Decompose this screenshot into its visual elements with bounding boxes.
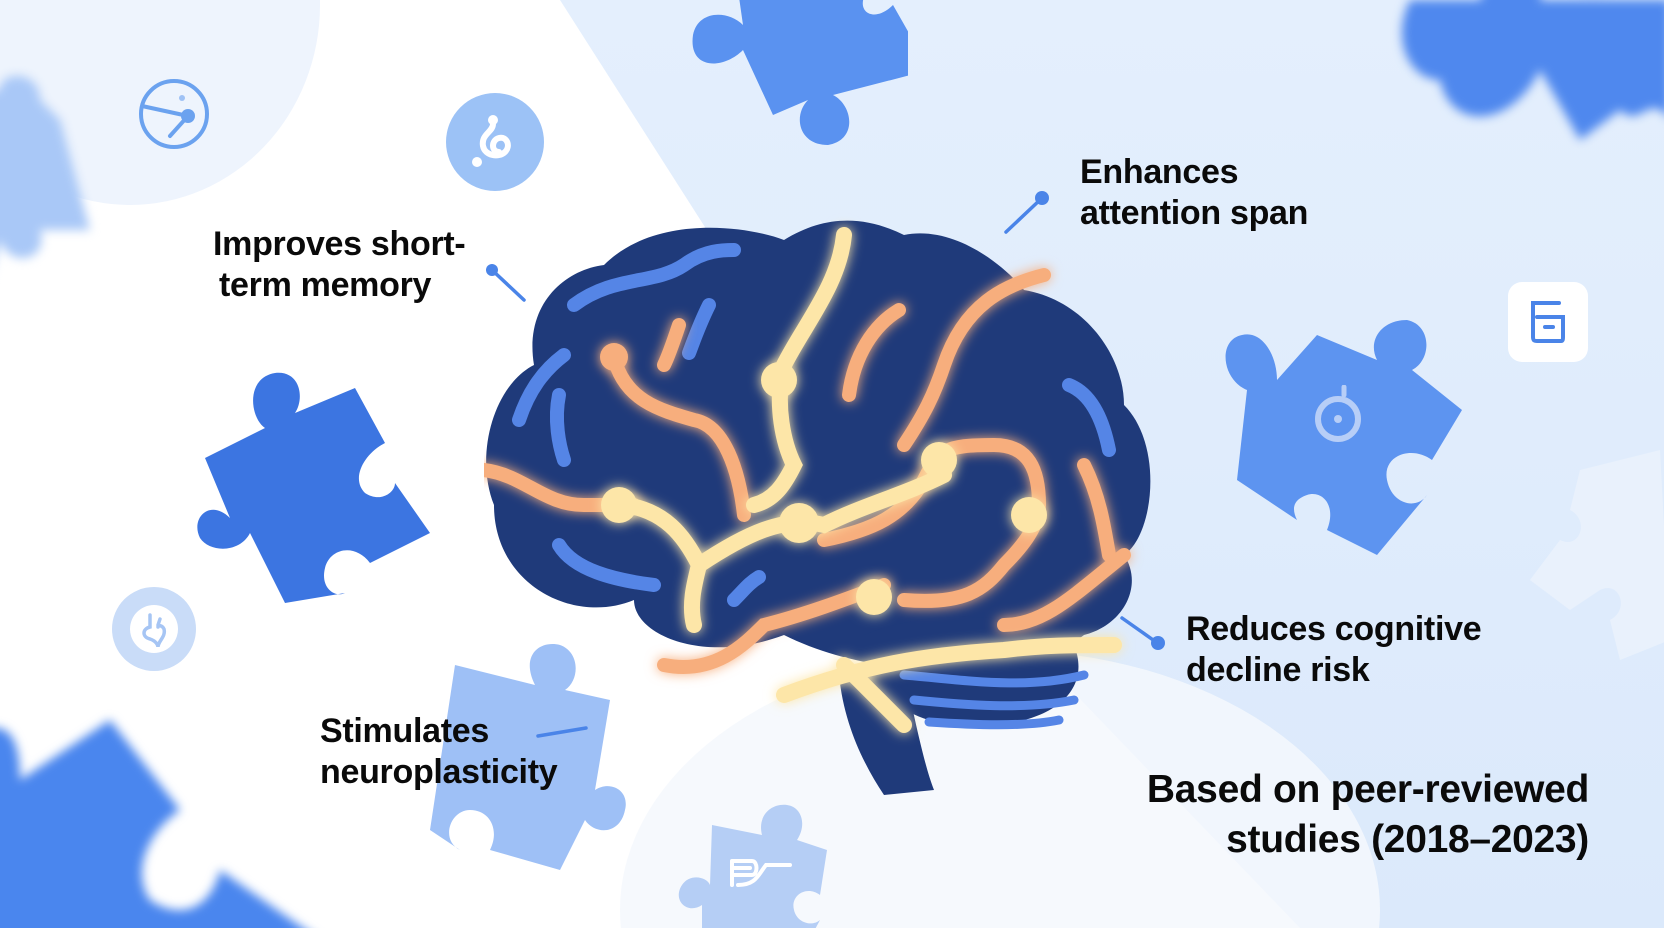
puzzle-piece-icon bbox=[430, 644, 626, 870]
node-network-glyph-icon bbox=[472, 115, 511, 167]
benefit-label-memory: Improves short- term memory bbox=[213, 224, 466, 306]
brain-illustration bbox=[484, 220, 1151, 795]
puzzle-piece-icon bbox=[1401, 0, 1664, 140]
puzzle-piece-icon bbox=[1530, 450, 1664, 660]
benefit-label-neuroplasticity-line1: Stimulates bbox=[320, 712, 489, 750]
benefit-label-neuroplasticity-line2: neuroplasticity bbox=[320, 753, 558, 791]
puzzle-piece-icon bbox=[0, 76, 90, 258]
source-note-line1: Based on peer-reviewed bbox=[1146, 768, 1589, 811]
connector-neuroplasticity bbox=[536, 726, 588, 738]
connector-memory bbox=[486, 264, 526, 302]
benefit-label-decline-line2: decline risk bbox=[1186, 651, 1370, 689]
app-tile-icon bbox=[1508, 282, 1588, 362]
benefit-label-memory-line1: Improves short- bbox=[213, 225, 466, 263]
source-note-line2: studies (2018–2023) bbox=[1226, 818, 1589, 861]
source-note: Based on peer-reviewed studies (2018–202… bbox=[1147, 765, 1589, 865]
connector-attention bbox=[1004, 191, 1049, 234]
benefit-label-memory-line2: term memory bbox=[219, 266, 432, 304]
puzzle-piece-icon bbox=[678, 804, 827, 928]
timer-icon bbox=[139, 79, 209, 149]
connector-decline bbox=[1120, 616, 1165, 650]
folder-glyph-icon bbox=[1531, 301, 1565, 343]
brain-glyph-icon bbox=[142, 613, 167, 647]
puzzle-piece-icon bbox=[0, 720, 303, 928]
puzzle-piece-icon bbox=[692, 0, 908, 145]
puzzle-piece-icon bbox=[197, 372, 430, 603]
cart-icon bbox=[730, 859, 792, 887]
benefit-label-decline-line1: Reduces cognitive bbox=[1186, 610, 1482, 648]
benefit-label-decline: Reduces cognitive decline risk bbox=[1186, 609, 1482, 691]
target-icon bbox=[1315, 385, 1361, 442]
benefit-label-neuroplasticity: Stimulates neuroplasticity bbox=[320, 711, 558, 793]
node-network-icon bbox=[446, 93, 544, 191]
brain-badge-icon bbox=[112, 587, 196, 671]
benefit-label-attention: Enhances attention span bbox=[1080, 152, 1308, 234]
benefit-label-attention-line2: attention span bbox=[1080, 194, 1309, 232]
benefit-label-attention-line1: Enhances bbox=[1080, 153, 1239, 191]
brain-badge-inner bbox=[130, 605, 178, 653]
